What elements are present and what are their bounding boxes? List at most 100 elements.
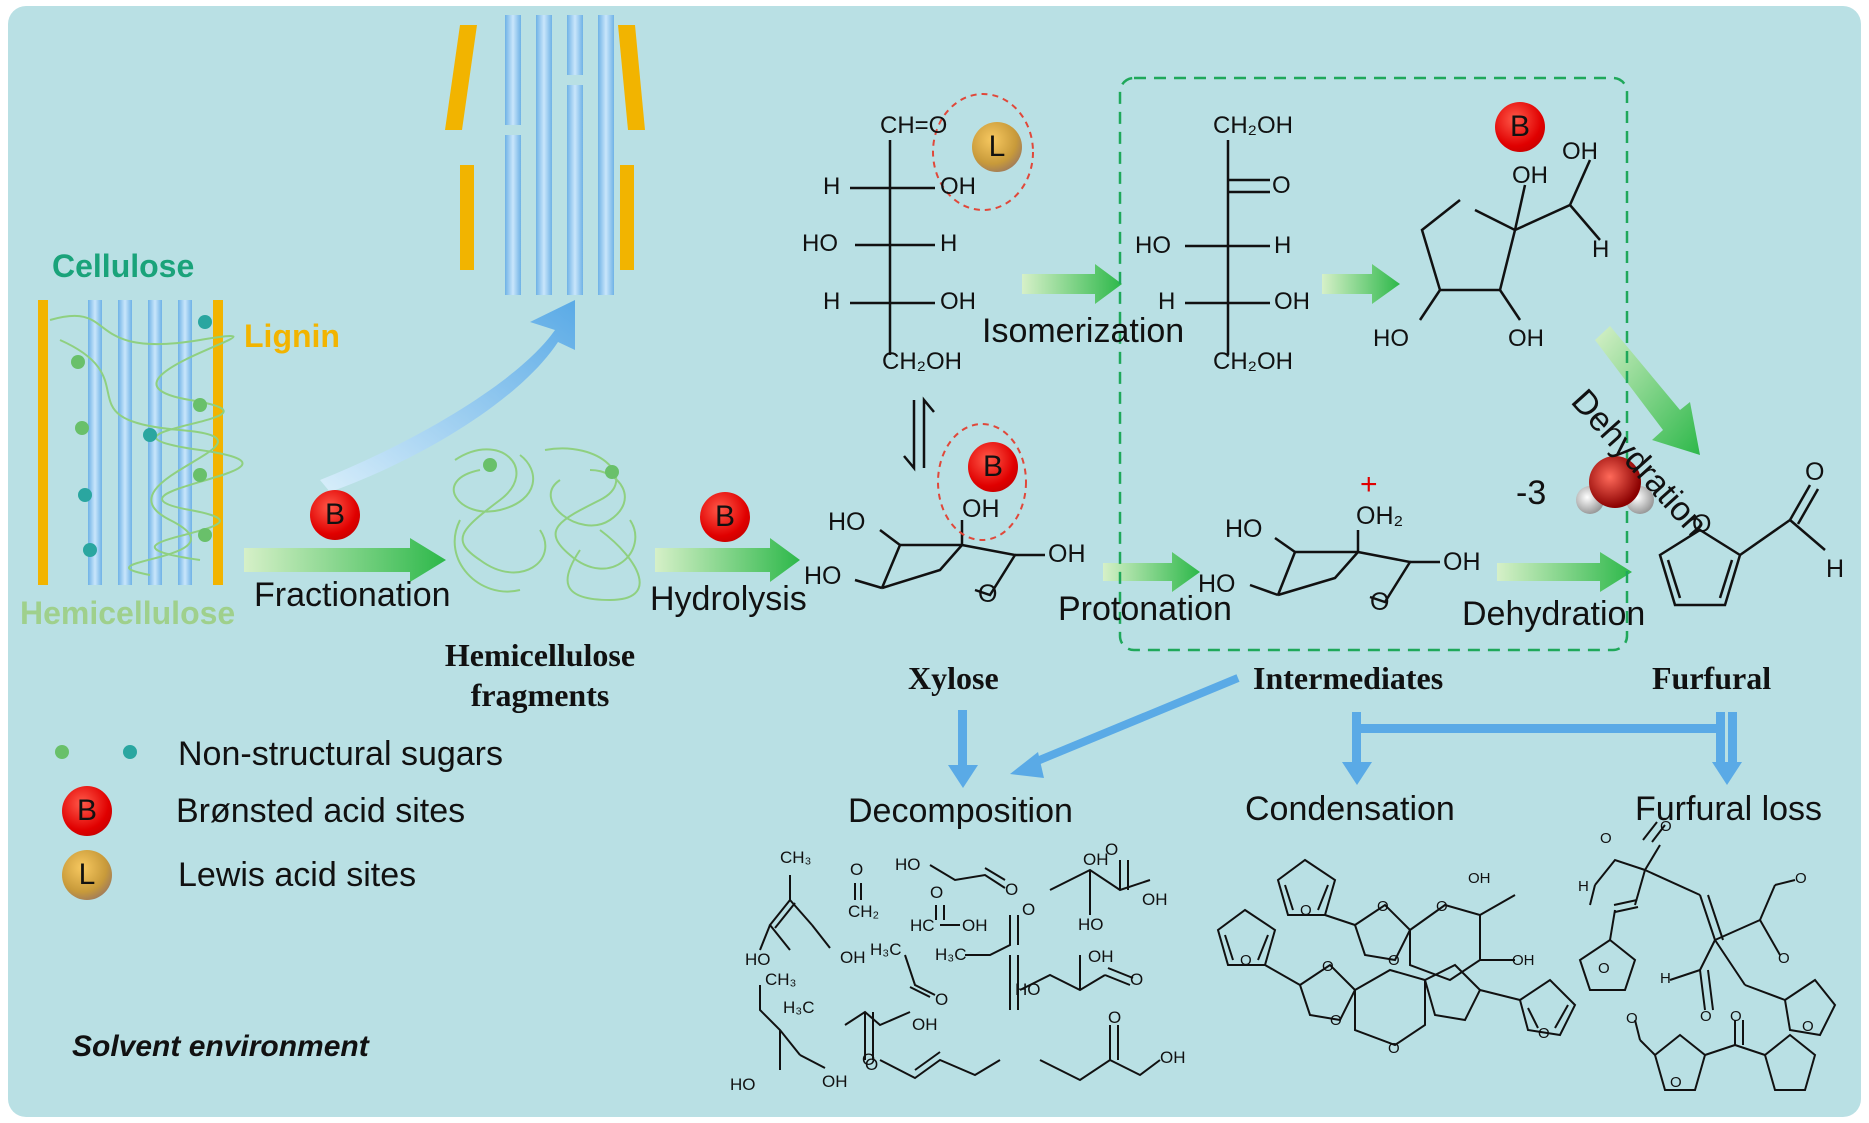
intermediates-box: [1118, 76, 1629, 652]
hemicellulose-label: Hemicellulose: [20, 595, 236, 631]
lewis-site-ring: [932, 93, 1034, 211]
decomp-o-h: O: [865, 1055, 879, 1074]
legend-bronsted-badge: B: [62, 786, 112, 836]
furanose-ho: HO: [1373, 325, 1409, 352]
cellulose-label: Cellulose: [52, 248, 195, 284]
furfural-o-ald: O: [1805, 458, 1825, 486]
decomp-o-f: O: [1105, 840, 1119, 859]
cond-o9: O: [1538, 1025, 1550, 1042]
furanose-bonds: [1418, 159, 1601, 321]
loss-o4: O: [1795, 870, 1807, 887]
loss-o5: O: [1778, 950, 1790, 967]
protonation-label: Protonation: [1058, 590, 1232, 628]
xylose-ring-ho-left: HO: [804, 562, 842, 590]
furfural-loss-label: Furfural loss: [1635, 790, 1823, 828]
xylose-r1-right: OH: [940, 173, 976, 200]
cond-o5: O: [1436, 898, 1448, 915]
xylose-top: CH=O: [880, 112, 948, 139]
loss-o9: O: [1730, 1008, 1742, 1025]
hemicellulose-fragments-line1: Hemicellulose: [444, 637, 636, 673]
hemicellulose-fragments: [453, 447, 641, 602]
bronsted-badge-xylose: B: [968, 442, 1018, 492]
loss-h2: H: [1660, 970, 1671, 987]
loss-o3: O: [1598, 960, 1610, 977]
decomp-ho-b: HO: [895, 855, 921, 874]
cond-oh2: OH: [1512, 952, 1535, 969]
legend-lewis-text: Lewis acid sites: [178, 856, 417, 894]
bronsted-site-ring: [937, 423, 1027, 541]
loss-o6: O: [1700, 1008, 1712, 1025]
decomp-h3c-b: H₃C: [935, 945, 967, 964]
decomp-o-i: O: [1108, 1008, 1122, 1027]
decomp-oh-d: OH: [1083, 850, 1109, 869]
cond-o7: O: [1330, 1012, 1342, 1029]
decomp-ho-d: HO: [1015, 980, 1041, 999]
legend-bronsted-text: Brønsted acid sites: [176, 792, 466, 830]
decomp-ch3-b: CH₃: [765, 970, 797, 989]
decomp-o-g: O: [1130, 970, 1144, 989]
xylose-r3-right: OH: [940, 288, 976, 315]
condensation-structures: [1216, 858, 1577, 1047]
xylulose-bottom: CH₂OH: [1213, 348, 1293, 375]
xylose-ring-ho-top: HO: [828, 508, 866, 536]
fractionation-label: Fractionation: [254, 576, 451, 614]
xylose-r3-left: H: [823, 288, 841, 315]
furanose-oh3: OH: [1508, 325, 1544, 352]
bronsted-badge-furanose: B: [1495, 102, 1545, 152]
xylulose-r1-right: O: [1272, 172, 1291, 199]
decomp-ho-c: HO: [1078, 915, 1104, 934]
cond-o4: O: [1388, 952, 1400, 969]
legend-green-dot: [55, 745, 69, 759]
loss-h1: H: [1578, 878, 1589, 895]
hydrolysis-label: Hydrolysis: [650, 580, 807, 618]
xylose-ring-oh-top: OH: [962, 495, 1000, 523]
loss-o1: O: [1660, 818, 1672, 835]
hemicellulose-fragments-label: Hemicellulose fragments: [430, 635, 650, 715]
xylulose-r3-left: H: [1158, 288, 1176, 315]
furanose-oh1: OH: [1562, 138, 1598, 165]
furfural-o-ring: O: [1692, 510, 1712, 538]
legend-lewis-badge: L: [62, 850, 112, 900]
xylulose-r2-right: H: [1274, 232, 1292, 259]
xylose-ring-oh-right: OH: [1048, 540, 1086, 568]
decomp-oh-g: OH: [912, 1015, 938, 1034]
legend-sugars-text: Non-structural sugars: [178, 735, 504, 773]
cond-o8: O: [1388, 1040, 1400, 1057]
furfural-label: Furfural: [1652, 660, 1772, 696]
condensation-label: Condensation: [1245, 790, 1455, 828]
xylose-bottom: CH₂OH: [882, 348, 962, 375]
furfural-h: H: [1826, 555, 1845, 583]
protonated-o: O: [1370, 588, 1390, 616]
bronsted-badge-hydrolysis: B: [700, 492, 750, 542]
protonated-oh2: OH₂: [1356, 502, 1404, 530]
decomp-oh-c: OH: [962, 916, 988, 935]
green-arrow: [244, 264, 1700, 592]
legend-teal-dot: [123, 745, 137, 759]
loss-o7: O: [1802, 1018, 1814, 1035]
separated-fibers: [445, 15, 645, 295]
decomp-oh-f: OH: [1088, 947, 1114, 966]
xylose-r1-left: H: [823, 173, 841, 200]
cond-o6: O: [1322, 958, 1334, 975]
decomp-oh-a: OH: [840, 948, 866, 967]
xylose-ring-o: O: [978, 580, 998, 608]
loss-o10: O: [1670, 1074, 1682, 1091]
bronsted-badge-fractionation: B: [310, 490, 360, 540]
decomp-oh-i: OH: [1160, 1048, 1186, 1067]
lignin-label: Lignin: [244, 318, 340, 354]
dehydration-label: Dehydration: [1462, 595, 1646, 633]
xylose-r2-left: HO: [802, 230, 838, 257]
xylose-r2-right: H: [940, 230, 958, 257]
xylose-fischer-bonds: [850, 140, 935, 355]
decomp-o-a: O: [850, 860, 864, 879]
xylulose-fischer-bonds: [1185, 140, 1270, 355]
xylose-ring-bonds: [854, 520, 1045, 597]
protonated-ring-bonds: [1249, 530, 1440, 604]
protonated-plus: +: [1360, 468, 1378, 501]
decomp-o-d: O: [935, 990, 949, 1009]
minus3-label: -3: [1516, 474, 1547, 512]
decomp-oh-e: OH: [1142, 890, 1168, 909]
decomposition-label: Decomposition: [848, 792, 1073, 830]
protonated-ho-left: HO: [1198, 570, 1236, 598]
